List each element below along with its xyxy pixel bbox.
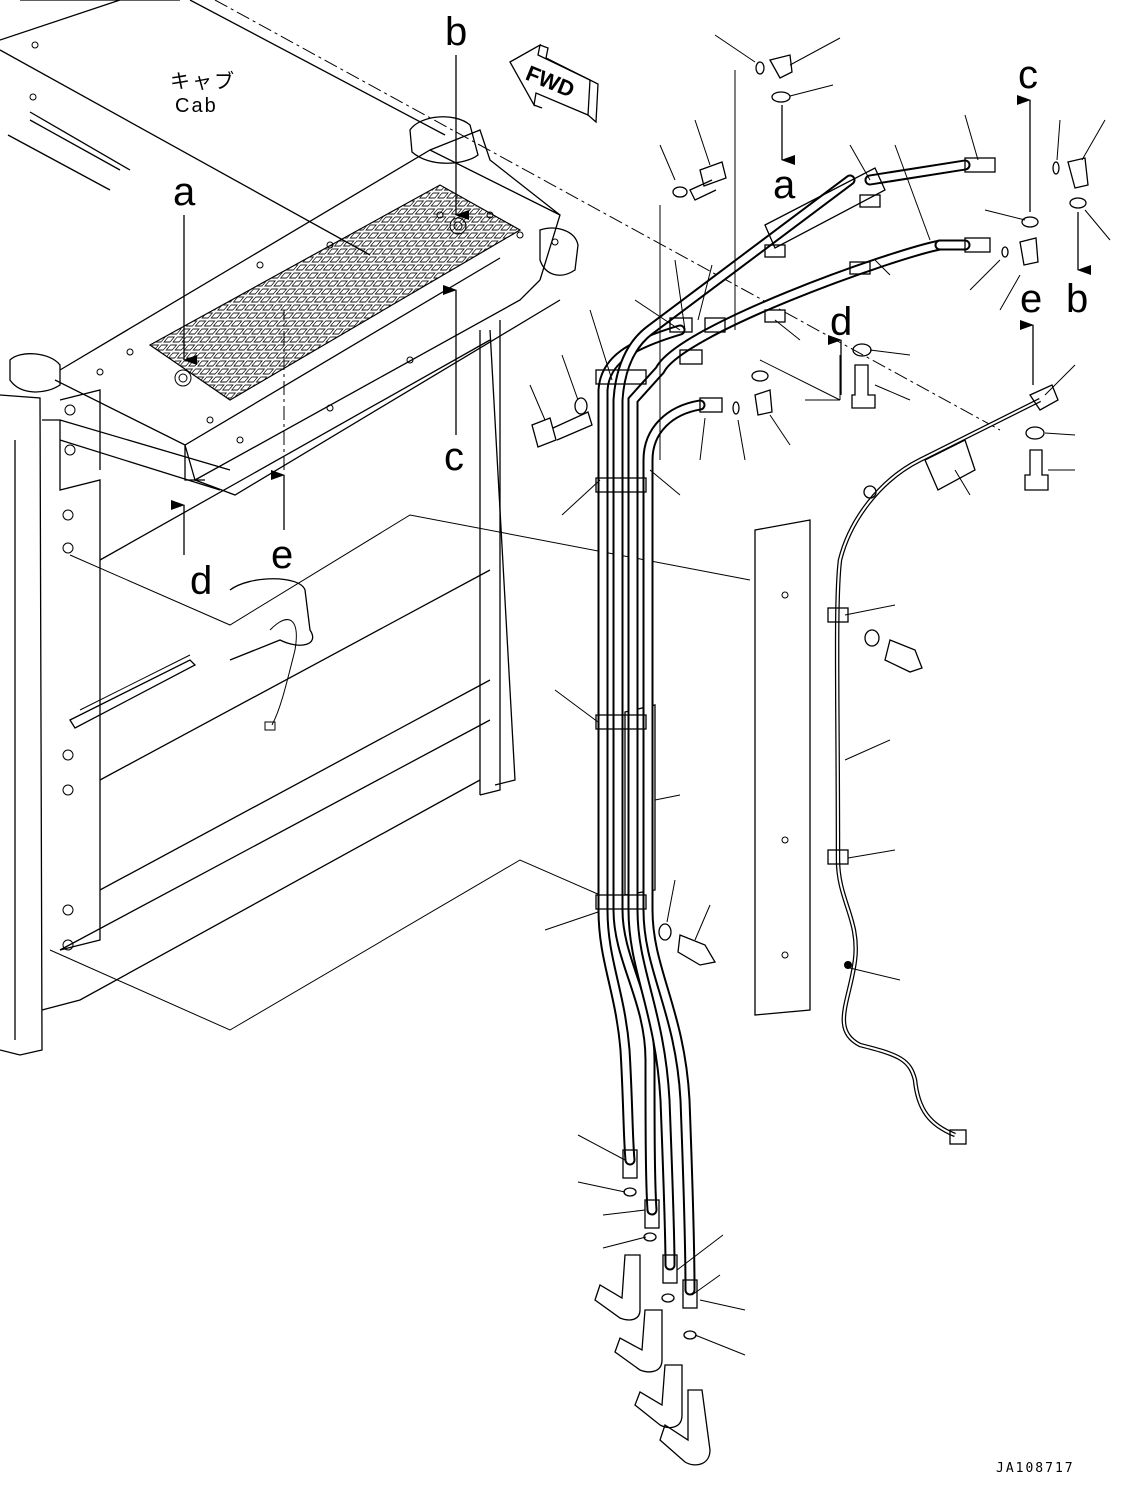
fwd-direction-arrow: FWD: [509, 43, 599, 124]
callout-d-cab: d: [190, 559, 212, 603]
callout-b-hose: b: [1066, 277, 1088, 321]
callout-e-hose: e: [1020, 277, 1042, 321]
fasteners: [531, 54, 1089, 1340]
corner-bracket-top: [409, 116, 479, 164]
callout-e-cab: e: [271, 533, 293, 577]
electrical-harness: [827, 384, 1059, 1145]
figure-code: JA108717: [996, 1461, 1075, 1476]
callout-arrows: [171, 55, 1091, 555]
callout-b-cab: b: [445, 10, 467, 54]
valve-elbows: [594, 1254, 711, 1466]
fwd-label: FWD: [522, 60, 578, 102]
callout-a-cab: a: [173, 170, 196, 214]
cab-structure: [0, 0, 1001, 1056]
cab-label-jp: キャブ: [170, 69, 236, 93]
callout-c-hose: c: [1018, 53, 1038, 97]
hose-bundle: [595, 157, 996, 1309]
roof-grille: [148, 184, 522, 401]
corner-bracket-left: [9, 353, 61, 393]
wire-connector: [949, 1129, 967, 1145]
wiper-arm: [69, 659, 197, 729]
callout-a-hose: a: [773, 163, 796, 207]
leader-lines: [529, 34, 1111, 1356]
callout-d-hose: d: [830, 300, 852, 344]
callout-letters: a a b b c c d d e e: [173, 10, 1088, 603]
cab-label-en: Cab: [175, 95, 218, 117]
callout-c-cab: c: [444, 435, 464, 479]
